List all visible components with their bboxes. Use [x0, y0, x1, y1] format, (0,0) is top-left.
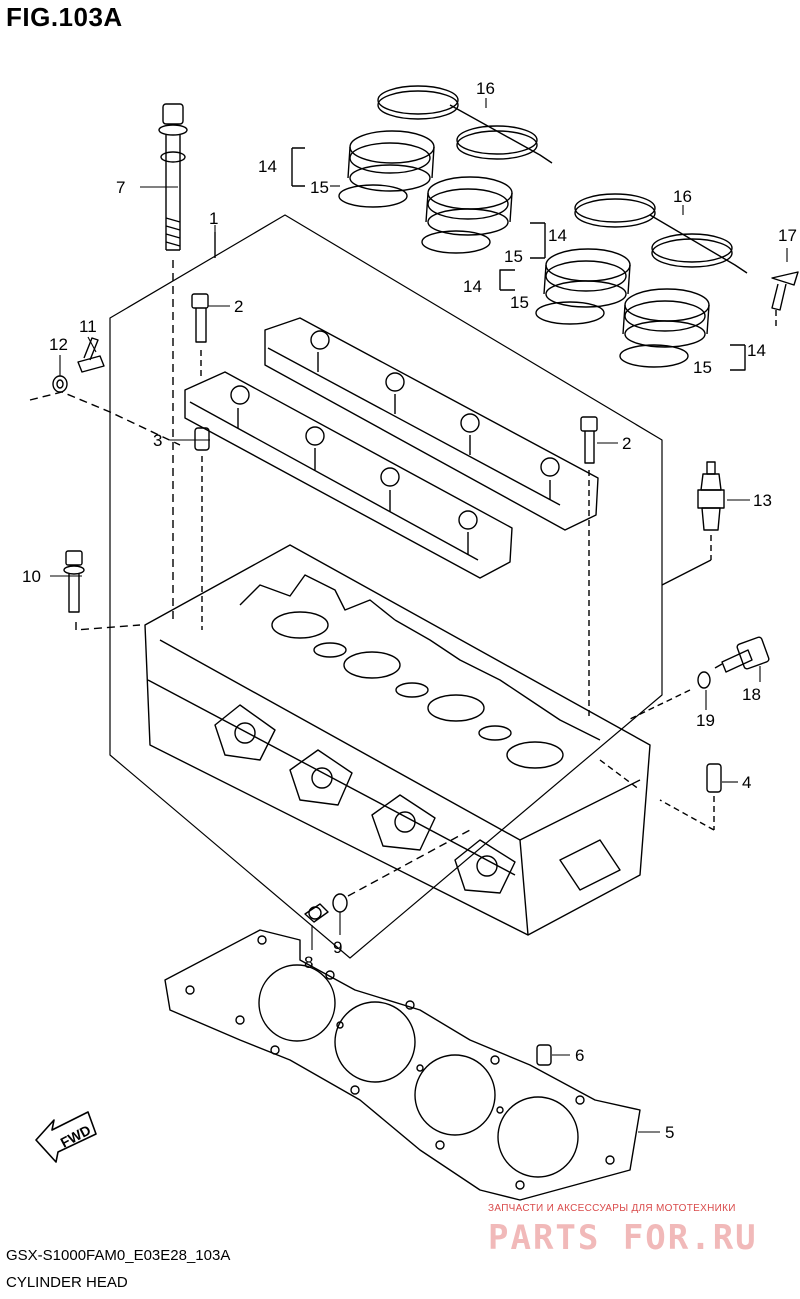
- callout-4: 4: [742, 773, 752, 792]
- callout-14: 14: [258, 157, 277, 176]
- callout-3: 3: [153, 431, 163, 450]
- callout-10: 10: [22, 567, 41, 586]
- clamp-16b: [574, 193, 748, 274]
- intake-boot-2: [421, 176, 513, 254]
- callout-17: 17: [778, 226, 797, 245]
- sensor-18: [714, 636, 770, 673]
- cam-cap-upper: [264, 317, 599, 531]
- callout-16: 16: [673, 187, 692, 206]
- bolt-2a: [191, 293, 209, 380]
- screw-17: [771, 271, 799, 328]
- fwd-arrow-icon: [35, 1111, 97, 1163]
- callout-15: 15: [310, 178, 329, 197]
- assembly-box: [109, 214, 663, 959]
- callout-16: 16: [476, 79, 495, 98]
- bolt-10: [63, 550, 141, 631]
- callout-18: 18: [742, 685, 761, 704]
- fitting-11: [77, 337, 105, 373]
- clamp-16a: [377, 85, 553, 164]
- spark-plug-13: [661, 461, 725, 586]
- callout-7: 7: [116, 178, 126, 197]
- washer-12: [52, 375, 68, 393]
- dowel-3: [194, 427, 210, 630]
- callout-5: 5: [665, 1123, 675, 1142]
- intake-boot-1: [338, 130, 435, 208]
- plug-8: [304, 903, 329, 923]
- callout-13: 13: [753, 491, 772, 510]
- bolt-2b: [580, 416, 598, 720]
- cylinder-head: [144, 544, 651, 936]
- callout-1: 1: [209, 209, 219, 228]
- figure-name: CYLINDER HEAD: [6, 1274, 128, 1291]
- washer-9: [332, 893, 348, 913]
- callout-12: 12: [49, 335, 68, 354]
- callout-2: 2: [234, 297, 244, 316]
- callout-9: 9: [333, 938, 343, 957]
- watermark-brand: PARTS FOR.RU: [488, 1218, 758, 1258]
- dowel-4: [599, 759, 722, 831]
- washer-19: [697, 671, 711, 689]
- cam-cap-lower: [184, 371, 513, 579]
- callout-14: 14: [548, 226, 567, 245]
- head-gasket-5: [164, 929, 641, 1201]
- callout-15: 15: [510, 293, 529, 312]
- watermark-tagline: ЗАПЧАСТИ И АКСЕССУАРЫ ДЛЯ МОТОТЕХНИКИ: [488, 1203, 736, 1214]
- callout-14: 14: [463, 277, 482, 296]
- callout-19: 19: [696, 711, 715, 730]
- callout-2: 2: [622, 434, 632, 453]
- callout-14: 14: [747, 341, 766, 360]
- figure-code: GSX-S1000FAM0_E03E28_103A: [6, 1247, 231, 1264]
- dowel-6: [536, 1044, 552, 1066]
- bolt-7: [158, 103, 188, 620]
- callout-6: 6: [575, 1046, 585, 1065]
- intake-boot-4: [619, 288, 710, 368]
- callout-15: 15: [504, 247, 523, 266]
- callout-11: 11: [79, 317, 97, 336]
- callout-8: 8: [304, 953, 314, 972]
- intake-boot-3: [535, 248, 631, 325]
- figure-title: FIG.103A: [6, 2, 123, 32]
- callout-15: 15: [693, 358, 712, 377]
